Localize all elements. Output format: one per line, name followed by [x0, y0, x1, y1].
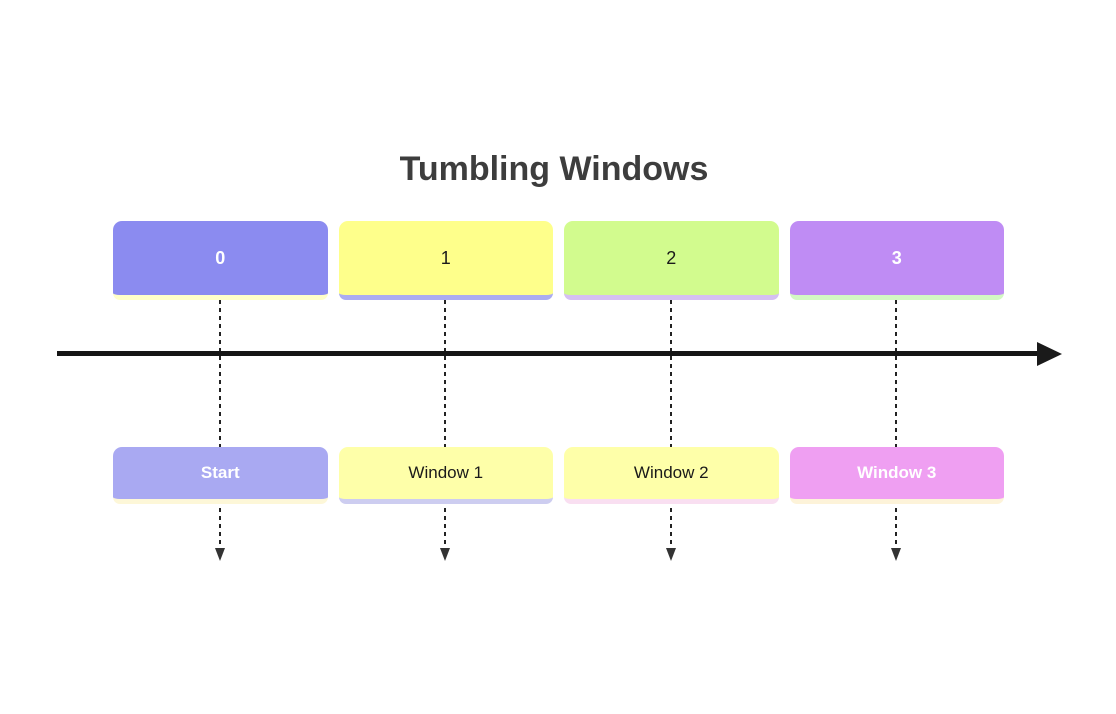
arrow-down-icon — [891, 548, 901, 561]
connector-line-3 — [891, 300, 901, 561]
arrow-down-icon — [215, 548, 225, 561]
connector-line-1 — [440, 300, 450, 561]
diagram-title: Tumbling Windows — [399, 150, 709, 188]
window-box-1: Window 1 — [338, 447, 553, 504]
event-label: 2 — [666, 247, 677, 268]
event-label: 0 — [215, 247, 226, 268]
event-box-2: 2 — [564, 221, 779, 300]
connector-line-0 — [215, 300, 225, 561]
window-label: Window 1 — [408, 463, 484, 482]
window-label: Start — [200, 463, 240, 482]
window-box-2: Window 2 — [564, 447, 779, 504]
events-row: 0 1 2 3 — [113, 221, 1004, 300]
timeline-axis — [57, 341, 1062, 366]
window-label: Window 2 — [633, 463, 709, 482]
arrow-down-icon — [666, 548, 676, 561]
event-label: 3 — [891, 247, 902, 268]
event-box-0: 0 — [113, 221, 328, 300]
windows-row: Start Window 1 Window 2 Window 3 — [113, 447, 1004, 504]
window-box-3: Window 3 — [789, 447, 1004, 504]
event-box-3: 3 — [789, 221, 1004, 300]
event-label: 1 — [440, 247, 451, 268]
connector-line-2 — [666, 300, 676, 561]
window-box-start: Start — [113, 447, 328, 504]
window-label: Window 3 — [857, 463, 937, 482]
arrow-down-icon — [440, 548, 450, 561]
arrow-right-icon — [1037, 341, 1062, 366]
event-box-1: 1 — [338, 221, 553, 300]
